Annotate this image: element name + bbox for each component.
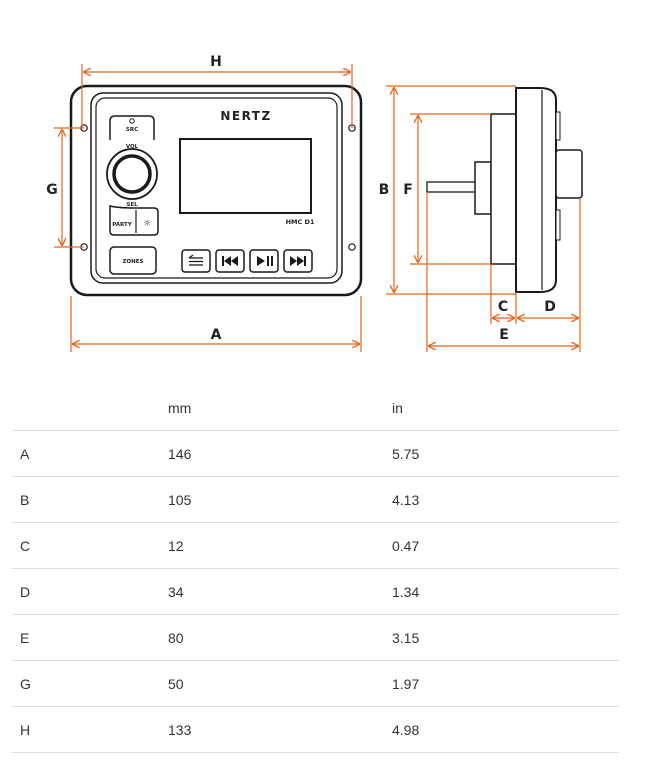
row-label: B: [12, 476, 168, 523]
row-in: 5.75: [392, 430, 619, 477]
previous-track-button: [215, 249, 245, 273]
dim-label-a: A: [211, 327, 222, 343]
sel-label: SEL: [126, 202, 138, 208]
table-row: E 80 3.15: [12, 614, 619, 661]
dim-label-h: H: [210, 54, 222, 70]
dimensions-table: mm in A 146 5.75 B 105 4.13 C 12 0.47 D: [12, 386, 619, 753]
dim-label-b: B: [379, 182, 390, 198]
next-track-button: [283, 249, 313, 273]
front-view: NERTZ HMC D1 SRC VOL SEL PARTY ☼ ZONES: [69, 84, 363, 297]
row-mm: 105: [168, 476, 392, 523]
table-row: G 50 1.97: [12, 660, 619, 707]
row-in: 4.98: [392, 706, 619, 753]
dim-label-e: E: [499, 327, 509, 343]
src-label: SRC: [126, 127, 138, 133]
src-button: SRC: [109, 115, 155, 140]
row-mm: 34: [168, 568, 392, 615]
row-in: 0.47: [392, 522, 619, 569]
row-label: E: [12, 614, 168, 661]
volume-knob: [112, 154, 152, 194]
table-row: B 105 4.13: [12, 476, 619, 523]
play-pause-icon: [257, 256, 265, 266]
row-mm: 50: [168, 660, 392, 707]
table-row: A 146 5.75: [12, 430, 619, 477]
row-label: D: [12, 568, 168, 615]
row-mm: 12: [168, 522, 392, 569]
row-label: H: [12, 706, 168, 753]
dim-label-c: C: [498, 299, 508, 315]
zones-label: ZONES: [123, 259, 144, 265]
vol-label: VOL: [126, 144, 139, 150]
table-row: C 12 0.47: [12, 522, 619, 569]
dim-label-d: D: [544, 299, 556, 315]
row-in: 4.13: [392, 476, 619, 523]
row-label: C: [12, 522, 168, 569]
dimension-diagram: NERTZ HMC D1 SRC VOL SEL PARTY ☼ ZONES: [46, 54, 583, 352]
party-button: PARTY ☼: [109, 205, 159, 236]
table-header-row: mm in: [12, 386, 619, 431]
party-label: PARTY: [112, 222, 133, 228]
header-in: in: [392, 386, 619, 431]
menu-button: [181, 249, 211, 273]
display-screen: [179, 138, 312, 214]
row-label: G: [12, 660, 168, 707]
model-label: HMC D1: [286, 218, 315, 226]
row-in: 1.34: [392, 568, 619, 615]
row-label: A: [12, 430, 168, 477]
header-label: [12, 386, 168, 431]
play-pause-button: [249, 249, 279, 273]
front-dimensions: [54, 64, 362, 352]
light-icon: ☼: [143, 219, 151, 229]
header-mm: mm: [168, 386, 392, 431]
brand-logo: NERTZ: [220, 109, 271, 123]
row-mm: 133: [168, 706, 392, 753]
next-icon: [290, 256, 304, 266]
previous-icon: [222, 256, 224, 266]
dimensions-table-wrapper: mm in A 146 5.75 B 105 4.13 C 12 0.47 D: [12, 386, 619, 753]
table-row: H 133 4.98: [12, 706, 619, 753]
side-view: [426, 87, 583, 293]
row-mm: 80: [168, 614, 392, 661]
row-in: 1.97: [392, 660, 619, 707]
side-dimensions: [386, 85, 581, 352]
table-row: D 34 1.34: [12, 568, 619, 615]
row-in: 3.15: [392, 614, 619, 661]
dim-label-f: F: [403, 182, 413, 198]
dim-label-g: G: [46, 182, 58, 198]
row-mm: 146: [168, 430, 392, 477]
zones-button: [109, 246, 157, 275]
